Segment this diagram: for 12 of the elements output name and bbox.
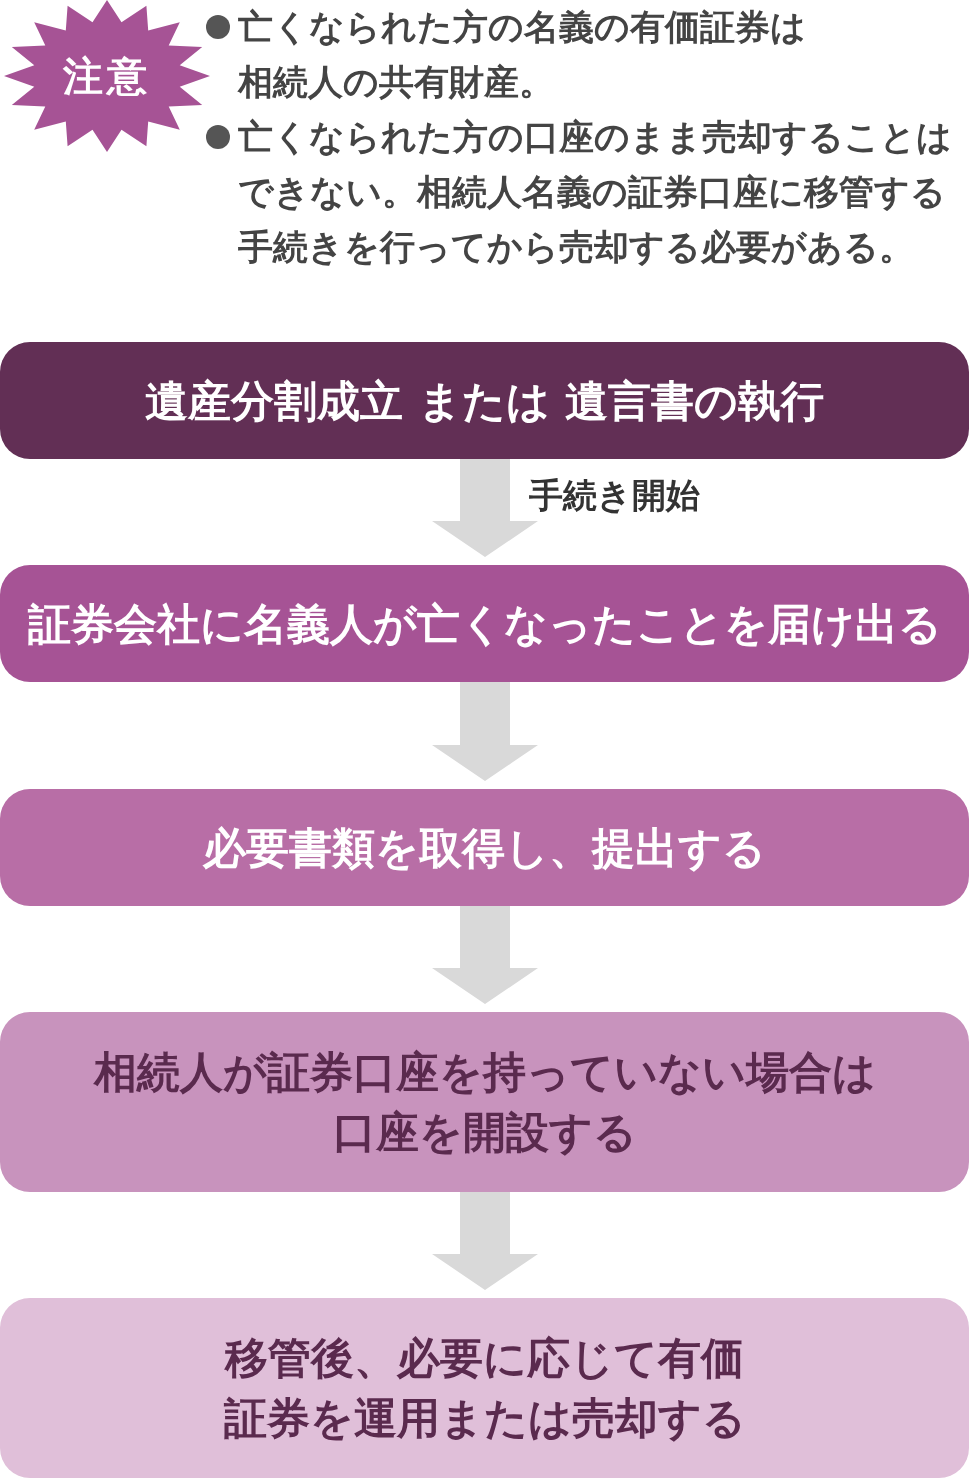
step-box: 相続人が証券口座を持っていない場合は口座を開設する (0, 1012, 969, 1192)
step-box: 移管後、必要に応じて有価証券を運用または売却する (0, 1298, 969, 1478)
note-text: 亡くなられた方の名義の有価証券は相続人の共有財産。 (238, 6, 807, 104)
arrow (432, 1192, 538, 1290)
note-text: 亡くなられた方の口座のまま売却することはできない。相続人名義の証券口座に移管する手続きを行ってから売却する必要がある。 (238, 116, 953, 269)
arrow (432, 459, 538, 557)
arrow (432, 682, 538, 781)
step-box: 遺産分割成立 または 遺言書の執行 (0, 342, 969, 459)
step-box: 必要書類を取得し、提出する (0, 789, 969, 906)
step-box: 証券会社に名義人が亡くなったことを届け出る (0, 565, 969, 682)
arrow (432, 906, 538, 1004)
starburst-badge: 注意 (4, 0, 210, 152)
